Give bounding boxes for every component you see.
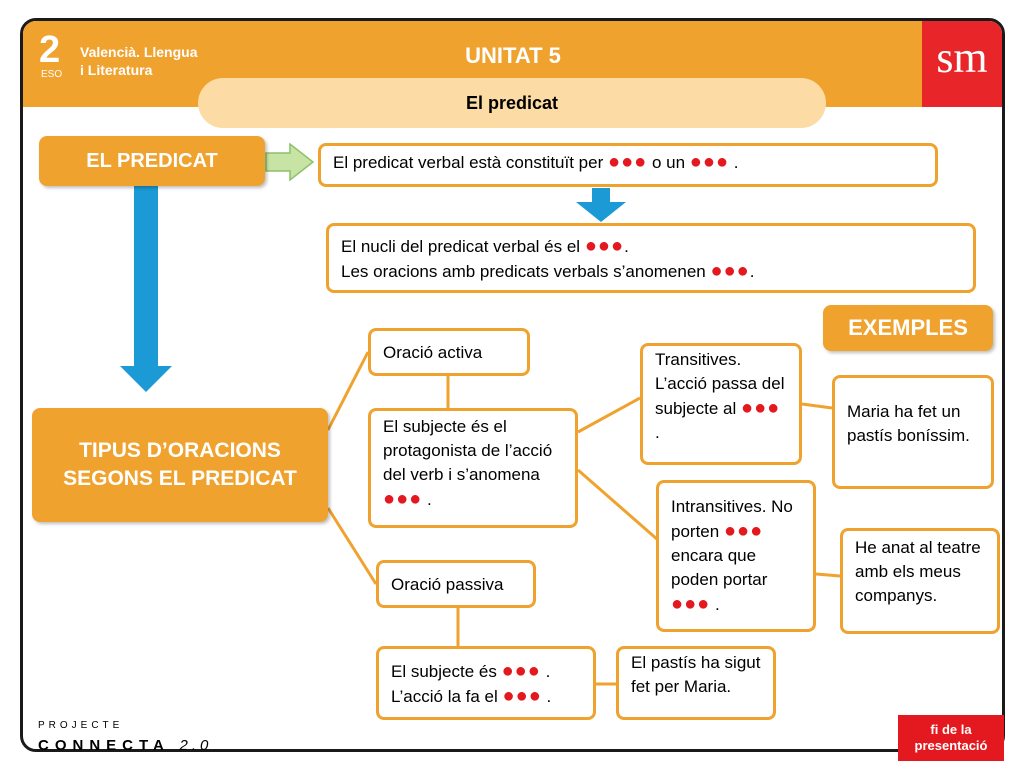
grade-number: 2: [39, 29, 61, 71]
dots-placeholder: ●●●: [607, 151, 648, 173]
oracio-passiva-box: Oració passiva: [376, 560, 536, 608]
line-intransitives-example: [815, 572, 841, 578]
dots-placeholder: ●●●: [383, 488, 423, 510]
dots-placeholder: ●●●: [584, 235, 625, 257]
green-arrow: [265, 142, 315, 182]
subjecte-passiva-box: El subjecte és ●●● . L’acció la fa el ●●…: [376, 646, 596, 720]
grade-level: ESO: [41, 69, 63, 80]
dots-placeholder: ●●●: [689, 151, 730, 173]
line-transitives-example: [801, 402, 833, 410]
exemples-label: EXEMPLES: [823, 305, 993, 351]
footer-brand-version: 2.0: [179, 737, 213, 754]
dots-placeholder: ●●●: [741, 397, 781, 419]
blue-arrow-small-head: [576, 202, 626, 222]
subjecte-activa-box: El subjecte és el protagonista de l’acci…: [368, 408, 578, 528]
blue-arrow-small-shaft: [592, 188, 610, 202]
blue-arrow-large-head: [120, 366, 172, 392]
intransitives-box: Intransitives. No porten ●●● encara que …: [656, 480, 816, 632]
publisher-logo-text: sm: [936, 32, 988, 82]
subject-title: Valencià. Llengua i Literatura: [80, 44, 198, 78]
nucleus-box: El nucli del predicat verbal és el ●●●. …: [326, 223, 976, 293]
line-subjecte-intransitives: [577, 468, 659, 542]
unit-title: UNITAT 5: [465, 43, 561, 68]
line-tipus-activa: [326, 351, 370, 431]
dots-placeholder: ●●●: [501, 660, 541, 682]
footer-brand: CONNECTA 2.0: [38, 737, 213, 754]
dots-placeholder: ●●●: [502, 685, 542, 707]
dots-placeholder: ●●●: [723, 520, 764, 542]
dots-placeholder: ●●●: [671, 593, 711, 615]
publisher-logo: sm: [922, 21, 1002, 107]
oracio-activa-box: Oració activa: [368, 328, 530, 376]
example-transitive-box: Maria ha fet un pastís boníssim.: [832, 375, 994, 489]
example-passive-box: El pastís ha sigut fet per Maria.: [616, 646, 776, 720]
intro-box: El predicat verbal està constituït per ●…: [318, 143, 938, 187]
example-intransitive-box: He anat al teatre amb els meus companys.: [840, 528, 1000, 634]
dots-placeholder: ●●●: [710, 260, 750, 282]
el-predicat-box: EL PREDICAT: [39, 136, 265, 186]
line-tipus-passiva: [326, 507, 378, 585]
slide-subtitle: El predicat: [198, 78, 826, 128]
blue-arrow-large-shaft: [134, 186, 158, 366]
line-subjecte-transitives: [577, 396, 641, 434]
tipus-oracions-box: TIPUS D’ORACIONS SEGONS EL PREDICAT: [32, 408, 328, 522]
end-presentation-button[interactable]: fi de la presentació: [898, 715, 1004, 761]
footer-brand-top: PROJECTE: [38, 720, 124, 731]
transitives-box: Transitives. L’acció passa del subjecte …: [640, 343, 802, 465]
